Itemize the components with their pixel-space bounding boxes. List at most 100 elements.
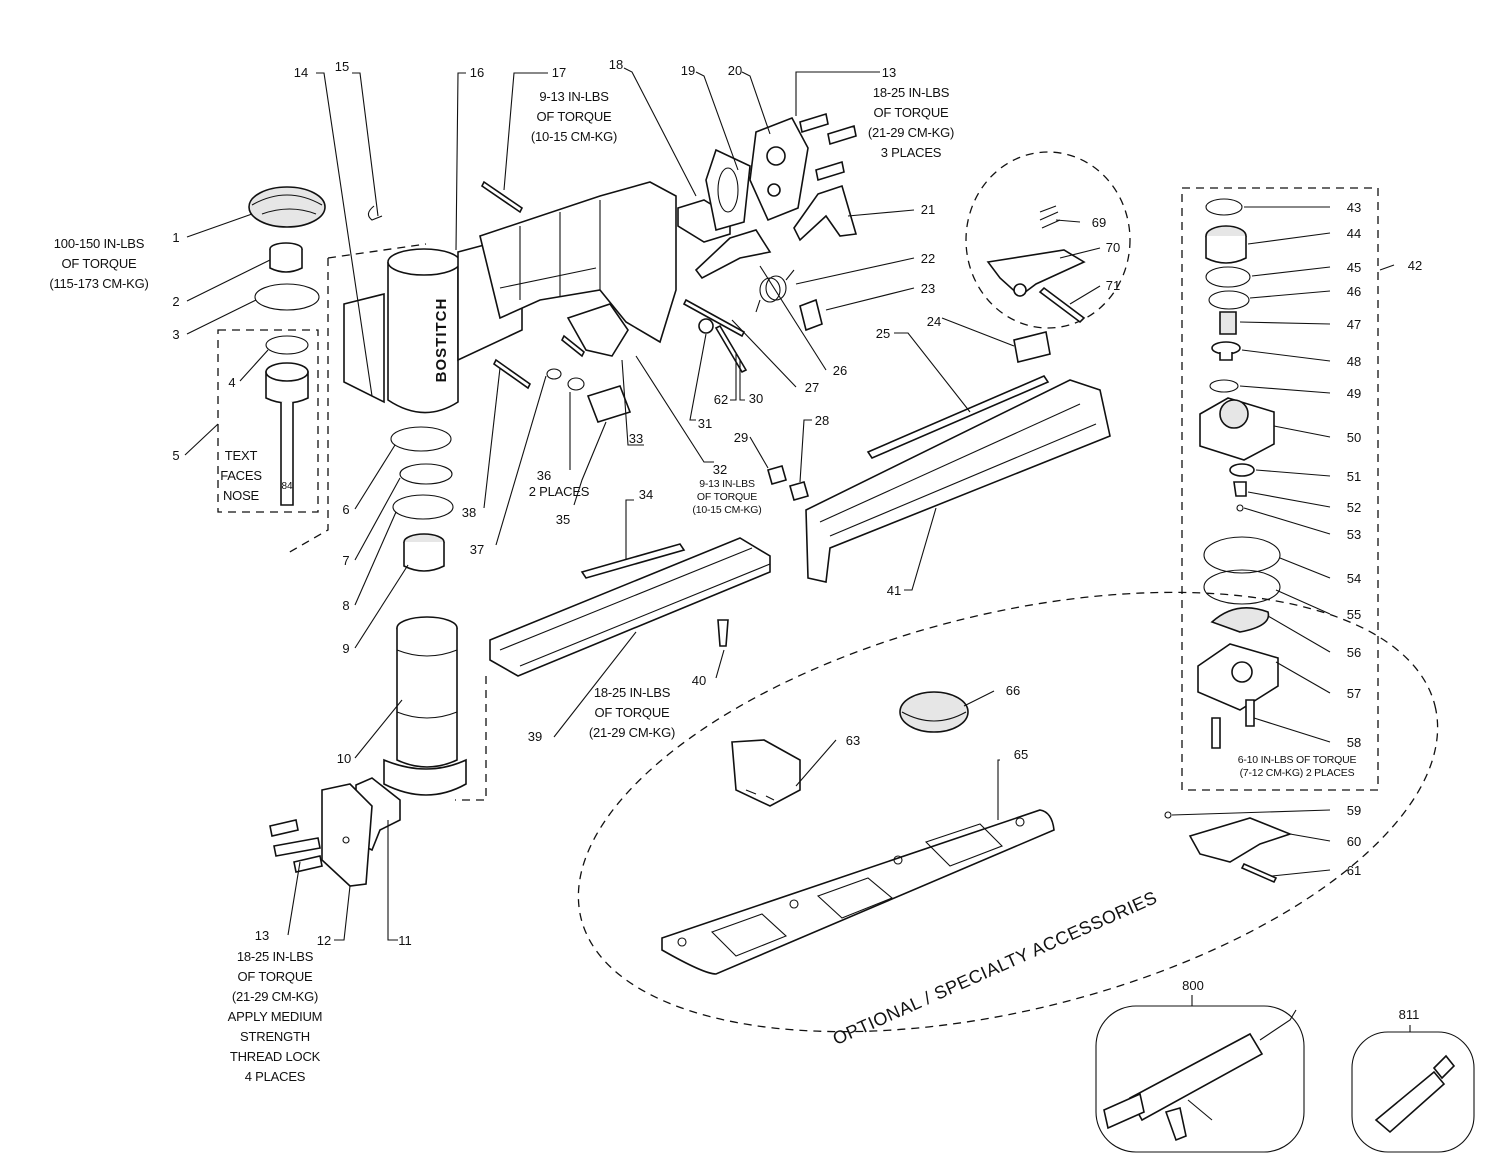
- valve-part-35: [586, 385, 632, 423]
- latch-part-60: [1188, 817, 1293, 863]
- callout-36: 36: [536, 468, 552, 483]
- pin-part-61: [1240, 862, 1278, 884]
- spring-part-22: [755, 269, 795, 313]
- pin-part-27: [682, 298, 746, 338]
- callout-4: 4: [228, 375, 236, 390]
- callout-10: 10: [336, 751, 352, 766]
- callout-7: 7: [342, 553, 350, 568]
- callout-25: 25: [875, 326, 891, 341]
- inset-parts-69-71: [986, 205, 1086, 324]
- screw-part-52: [1233, 481, 1247, 497]
- callout-3: 3: [172, 327, 180, 342]
- callout-29: 29: [733, 430, 749, 445]
- filter-part-44: [1205, 225, 1247, 264]
- sleeve-part-23: [799, 298, 823, 332]
- callout-49: 49: [1346, 386, 1362, 401]
- callout-18: 18: [608, 57, 624, 72]
- callout-71: 71: [1105, 278, 1121, 293]
- callout-56: 56: [1346, 645, 1362, 660]
- cap-part-28: [789, 481, 809, 501]
- oring-part-49: [1209, 379, 1239, 393]
- note-torque-part-58: 6-10 IN-LBS OF TORQUE(7-12 CM-KG) 2 PLAC…: [1237, 754, 1357, 779]
- callout-55: 55: [1346, 607, 1362, 622]
- screw-part-40: [717, 619, 729, 647]
- callout-48: 48: [1346, 354, 1362, 369]
- strip-part-34: [580, 543, 686, 579]
- tool-811-box: [1351, 1031, 1475, 1153]
- callout-51: 51: [1346, 469, 1362, 484]
- bumper-part-9: [403, 533, 445, 572]
- part-mark-84: 84: [281, 481, 293, 492]
- pin-part-17: [480, 180, 524, 214]
- callout-63: 63: [845, 733, 861, 748]
- callout-43: 43: [1346, 200, 1362, 215]
- callout-6: 6: [342, 502, 350, 517]
- pin-part-30: [714, 324, 748, 374]
- tool-800-box: [1095, 1005, 1305, 1153]
- oring-part-46: [1208, 290, 1250, 310]
- clip-part-24: [1013, 331, 1051, 363]
- callout-50: 50: [1346, 430, 1362, 445]
- callout-38: 38: [461, 505, 477, 520]
- callout-69: 69: [1091, 215, 1107, 230]
- callout-16: 16: [469, 65, 485, 80]
- pin-part-38: [492, 358, 532, 390]
- callout-52: 52: [1346, 500, 1362, 515]
- callout-53: 53: [1346, 527, 1362, 542]
- brand-mark: BOSTITCH: [433, 297, 450, 383]
- frame-housing: [479, 181, 677, 344]
- callout-1: 1: [172, 230, 180, 245]
- clip-part-15: [367, 205, 383, 221]
- callout-39: 39: [527, 729, 543, 744]
- nut-part-31: [698, 318, 714, 334]
- screws-part-13-lower: [269, 819, 323, 873]
- cap-part-50: [1199, 397, 1275, 461]
- grease-gun-part-800: [1103, 1009, 1297, 1142]
- oring-part-43: [1205, 198, 1243, 216]
- callout-34: 34: [638, 487, 654, 502]
- piston-driver-part-5: [265, 362, 309, 506]
- callout-33: 33: [628, 431, 644, 446]
- bracket-part-33: [566, 303, 629, 357]
- callout-32: 32: [712, 462, 728, 477]
- cylinder-cap-part-16: [387, 243, 523, 414]
- callout-41: 41: [886, 583, 902, 598]
- oring-part-6: [390, 426, 452, 452]
- callout-27: 27: [804, 380, 820, 395]
- rail-part-41: [805, 379, 1111, 583]
- oring-part-8: [392, 494, 454, 520]
- oring-part-54: [1203, 536, 1281, 574]
- callout-31: 31: [697, 416, 713, 431]
- trigger-part-26: [694, 229, 772, 280]
- callout-21: 21: [920, 202, 936, 217]
- head-part-20: [749, 116, 809, 222]
- oring-part-37: [546, 368, 562, 380]
- magazine-part-39: [489, 537, 771, 677]
- callout-60: 60: [1346, 834, 1362, 849]
- leader-lines: [184, 67, 1411, 1032]
- callout-45: 45: [1346, 260, 1362, 275]
- oring-part-55: [1203, 569, 1281, 605]
- cylinder-part-10: [383, 616, 467, 796]
- callout-19: 19: [680, 63, 696, 78]
- callout-12: 12: [316, 933, 332, 948]
- callout-30: 30: [748, 391, 764, 406]
- callout-26: 26: [832, 363, 848, 378]
- callout-2: 2: [172, 294, 180, 309]
- base-plate-part-65: [661, 809, 1055, 975]
- callout-28: 28: [814, 413, 830, 428]
- oring-part-45: [1205, 266, 1251, 288]
- spacer-part-2: [269, 242, 303, 273]
- cap-part-1: [248, 186, 326, 228]
- callout-5: 5: [172, 448, 180, 463]
- callout-11: 11: [398, 933, 412, 948]
- callout-62: 62: [713, 392, 729, 407]
- callout-13-lower: 13: [254, 928, 270, 943]
- spring-rod-part-25: [866, 375, 1050, 459]
